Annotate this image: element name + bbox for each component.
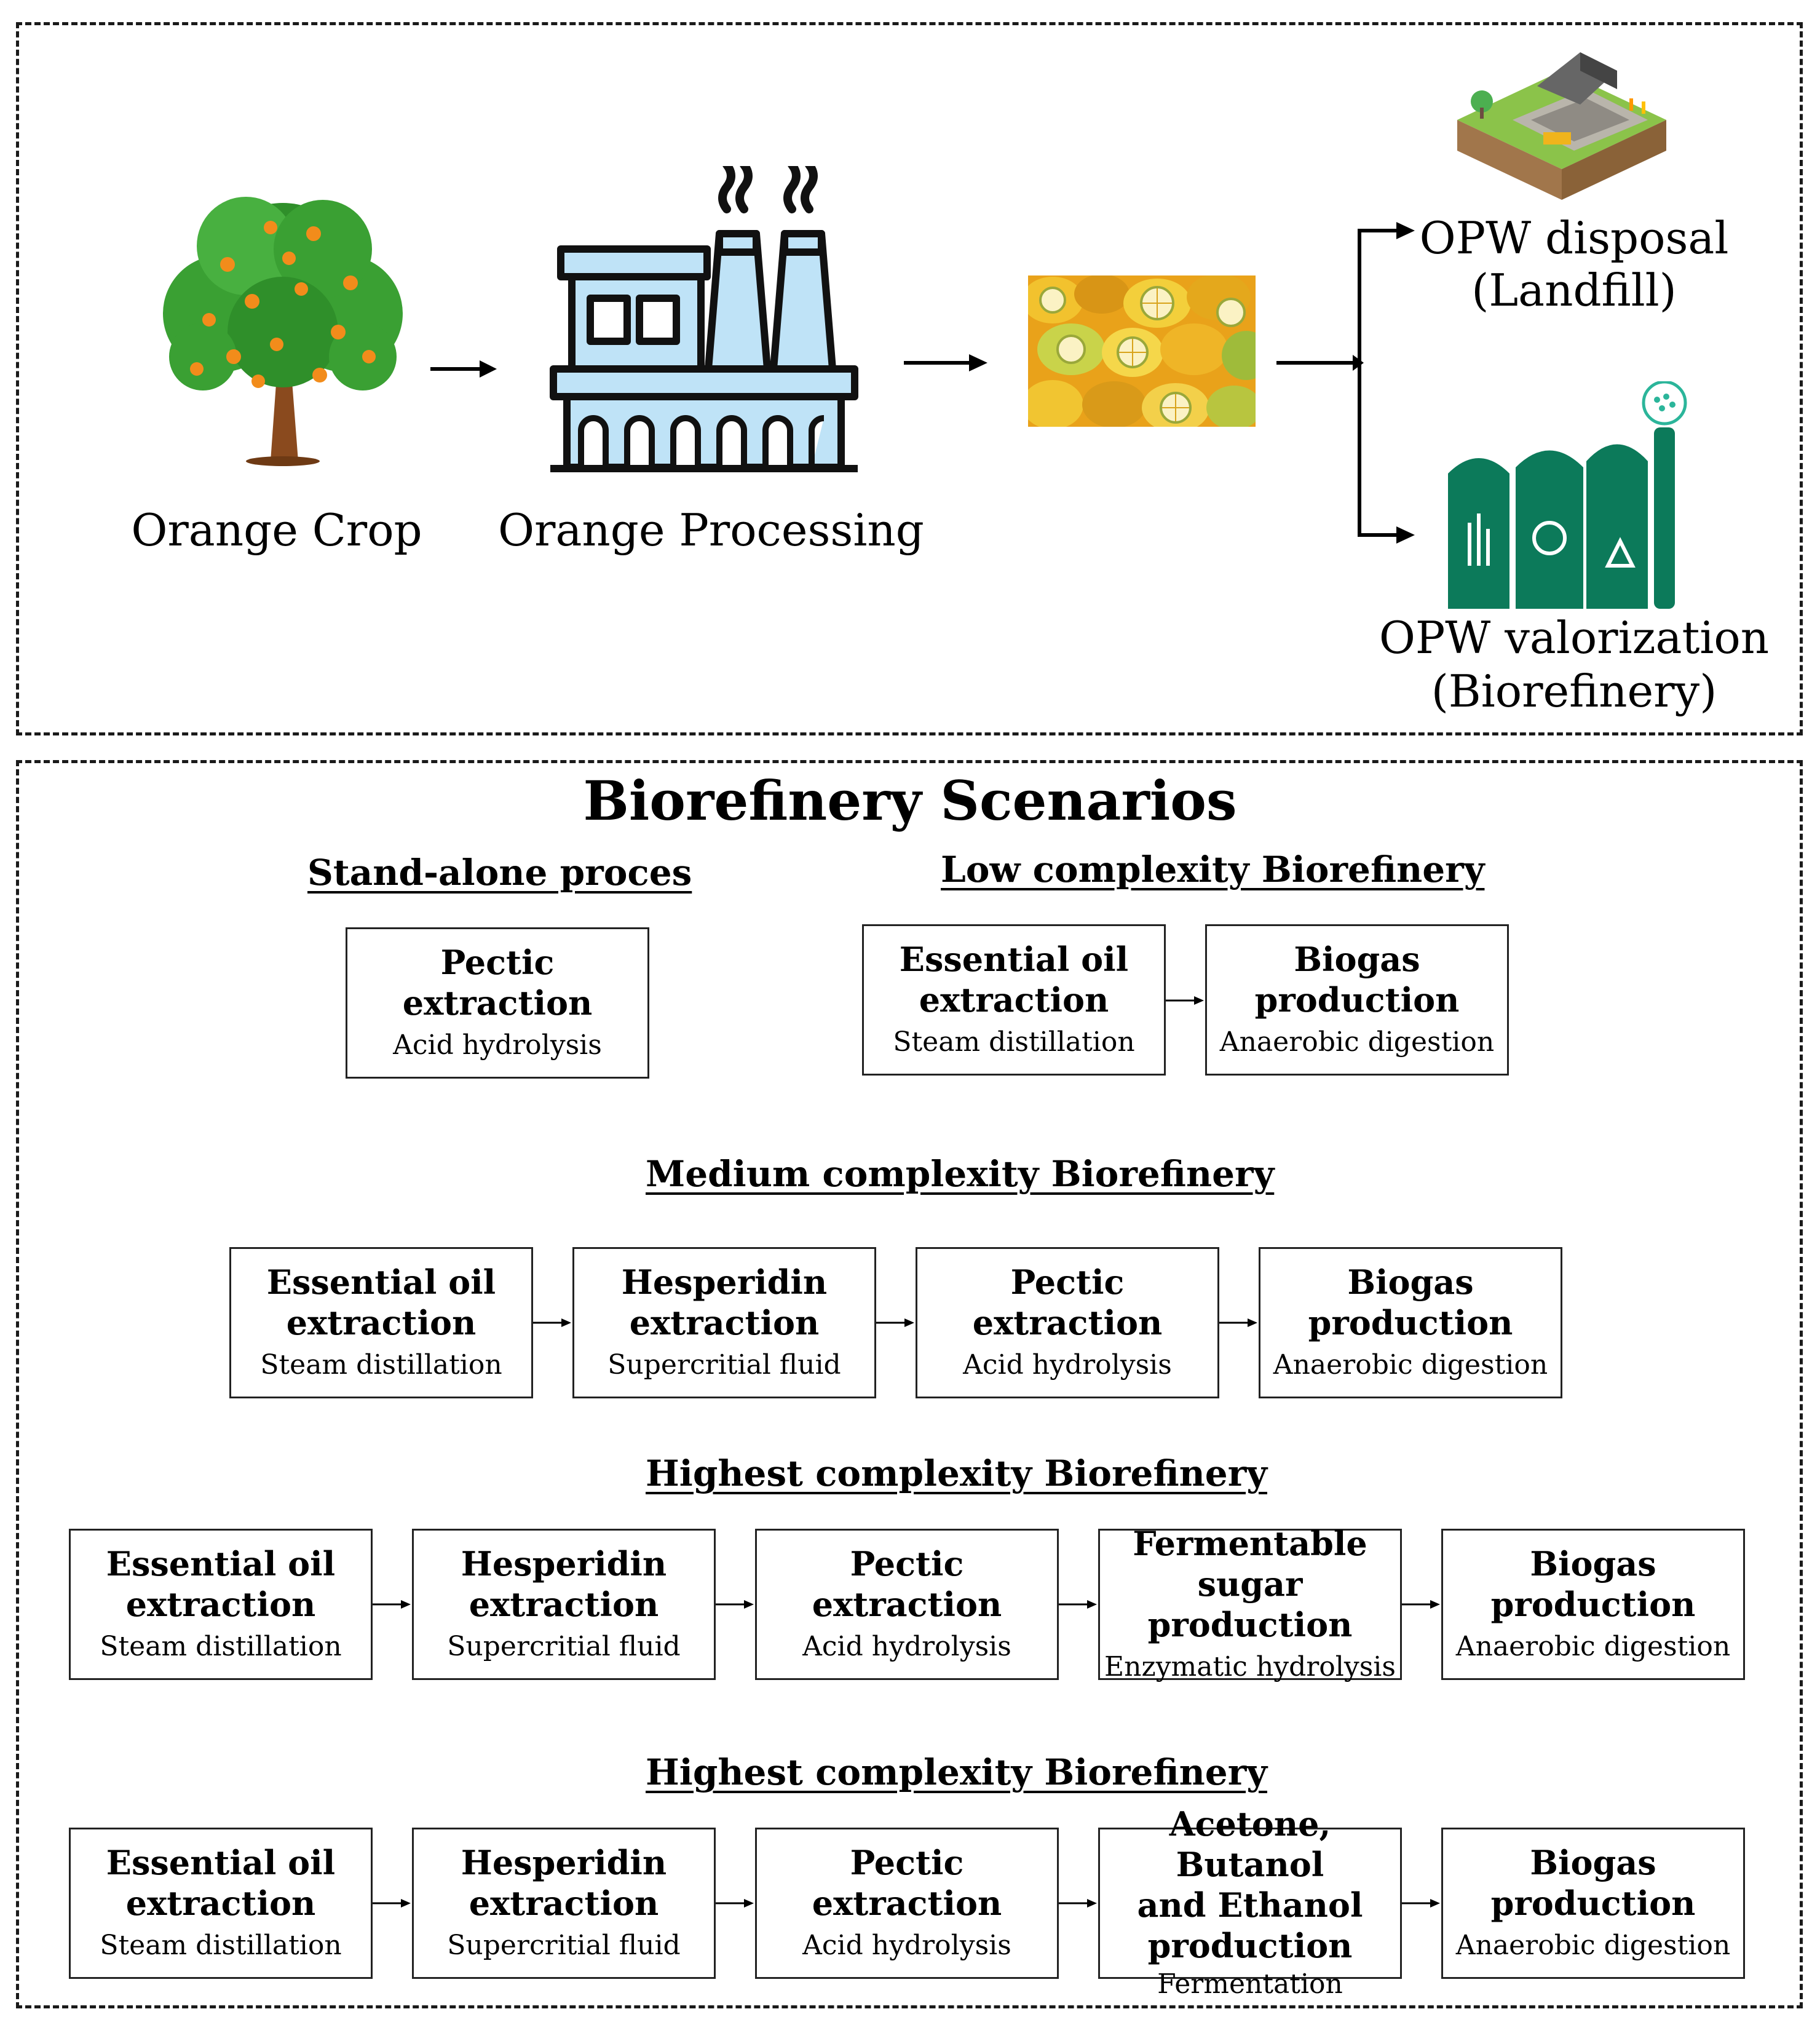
orange-peel-waste-image (1028, 275, 1256, 427)
scenarios-title: Biorefinery Scenarios (583, 769, 1237, 833)
box-subtitle: Anaerobic digestion (1455, 1631, 1731, 1662)
arrow-crop-to-processing (430, 360, 497, 378)
box-subtitle: Steam distillation (893, 1026, 1135, 1058)
box-title: Pectic extraction (812, 1544, 1002, 1624)
box-subtitle: Supercritial fluid (447, 1631, 681, 1662)
highest2-arrow-4 (1402, 1899, 1440, 1908)
box-title: Biogas production (1490, 1544, 1696, 1624)
arrow-split (1276, 222, 1415, 544)
highest2-arrow-2 (716, 1899, 754, 1908)
box-title-line1: Essential oil (106, 1544, 336, 1583)
box-subtitle: Enzymatic hydrolysis (1104, 1651, 1396, 1682)
medium-arrow-1 (533, 1318, 571, 1327)
factory-icon (550, 166, 858, 472)
highest1-box-2: Hesperidin extraction Supercritial fluid (412, 1529, 716, 1680)
box-title: Biogas production (1254, 940, 1460, 1020)
highest1-arrow-3 (1059, 1600, 1097, 1609)
box-subtitle: Steam distillation (100, 1631, 342, 1662)
low-heading: Low complexity Biorefinery (941, 849, 1485, 890)
highest1-arrow-4 (1402, 1600, 1440, 1609)
highest2-box-1: Essential oil extraction Steam distillat… (69, 1828, 373, 1979)
box-title-line1: Fermentable sugar (1133, 1524, 1367, 1604)
box-subtitle: Fermentation (1157, 1968, 1343, 2000)
medium-box-4: Biogas production Anaerobic digestion (1259, 1247, 1562, 1398)
top-panel (16, 22, 1803, 735)
box-title: Pectic extraction (812, 1843, 1002, 1923)
box-subtitle: Acid hydrolysis (963, 1349, 1172, 1381)
box-subtitle: Anaerobic digestion (1219, 1026, 1495, 1058)
box-title-line2: extraction (286, 1303, 477, 1342)
highest1-box-3: Pectic extraction Acid hydrolysis (755, 1529, 1059, 1680)
box-title-line2: extraction (469, 1585, 659, 1624)
highest2-box-3: Pectic extraction Acid hydrolysis (755, 1828, 1059, 1979)
box-title-line1: Hesperidin (621, 1262, 828, 1302)
low-box-1: Essential oil extraction Steam distillat… (862, 924, 1166, 1076)
box-title-line3: production (1147, 1926, 1353, 1965)
highest2-arrow-1 (373, 1899, 411, 1908)
highest2-box-4: Acetone, Butanol and Ethanol production … (1098, 1804, 1402, 2000)
opw-valorization-label-line1: OPW valorization (1379, 612, 1770, 664)
low-arrow-1 (1166, 996, 1204, 1005)
orange-processing-label: Orange Processing (498, 504, 924, 556)
highest1-heading: Highest complexity Biorefinery (646, 1452, 1267, 1494)
box-subtitle: Acid hydrolysis (393, 1029, 602, 1061)
box-subtitle: Acid hydrolysis (802, 1631, 1011, 1662)
box-title-line1: Essential oil (899, 940, 1129, 979)
highest1-box-4: Fermentable sugar production Enzymatic h… (1098, 1524, 1402, 1682)
standalone-box-1: Pectic extraction Acid hydrolysis (346, 927, 649, 1079)
standalone-heading: Stand-alone proces (307, 852, 692, 894)
highest2-arrow-3 (1059, 1899, 1097, 1908)
box-subtitle: Anaerobic digestion (1455, 1930, 1731, 1961)
box-title: Pectic extraction (972, 1262, 1163, 1342)
highest2-heading: Highest complexity Biorefinery (646, 1751, 1267, 1793)
box-title-line2: extraction (629, 1303, 820, 1342)
highest1-box-1: Essential oil extraction Steam distillat… (69, 1529, 373, 1680)
medium-arrow-3 (1219, 1318, 1257, 1327)
medium-arrow-2 (876, 1318, 914, 1327)
opw-disposal-label-line2: (Landfill) (1471, 264, 1677, 316)
opw-disposal-label-line1: OPW disposal (1419, 212, 1729, 264)
box-subtitle: Steam distillation (260, 1349, 502, 1381)
box-title-line1: Hesperidin (461, 1843, 667, 1882)
orange-crop-label: Orange Crop (131, 504, 422, 556)
box-title-line2: extraction (469, 1884, 659, 1923)
box-subtitle: Steam distillation (100, 1930, 342, 1961)
box-title: Biogas production (1308, 1262, 1513, 1342)
box-title-line2: production (1147, 1605, 1353, 1644)
box-subtitle: Anaerobic digestion (1273, 1349, 1548, 1381)
box-title-line2: extraction (125, 1585, 316, 1624)
box-title-line2: extraction (125, 1884, 316, 1923)
biorefinery-icon (1448, 381, 1687, 609)
box-title-line1: Acetone, Butanol (1169, 1804, 1331, 1884)
arrow-processing-to-waste (904, 354, 987, 371)
bottom-panel (16, 760, 1803, 2008)
box-subtitle: Acid hydrolysis (802, 1930, 1011, 1961)
box-title-line2: and Ethanol (1137, 1885, 1363, 1925)
box-title-line1: Essential oil (266, 1262, 496, 1302)
box-title-line1: Essential oil (106, 1843, 336, 1882)
box-title: Biogas production (1490, 1843, 1696, 1923)
landfill-icon (1457, 52, 1666, 200)
orange-tree-icon (163, 197, 403, 466)
box-subtitle: Supercritial fluid (447, 1930, 681, 1961)
highest1-box-5: Biogas production Anaerobic digestion (1441, 1529, 1745, 1680)
low-box-2: Biogas production Anaerobic digestion (1205, 924, 1509, 1076)
box-title-line2: extraction (919, 980, 1109, 1020)
highest2-box-2: Hesperidin extraction Supercritial fluid (412, 1828, 716, 1979)
highest2-box-5: Biogas production Anaerobic digestion (1441, 1828, 1745, 1979)
medium-box-3: Pectic extraction Acid hydrolysis (916, 1247, 1219, 1398)
highest1-arrow-2 (716, 1600, 754, 1609)
box-title-line1: Hesperidin (461, 1544, 667, 1583)
medium-box-1: Essential oil extraction Steam distillat… (229, 1247, 533, 1398)
box-title: Pectic extraction (402, 943, 593, 1023)
medium-heading: Medium complexity Biorefinery (646, 1153, 1275, 1195)
highest1-arrow-1 (373, 1600, 411, 1609)
opw-valorization-label-line2: (Biorefinery) (1431, 665, 1717, 717)
medium-box-2: Hesperidin extraction Supercritial fluid (572, 1247, 876, 1398)
box-subtitle: Supercritial fluid (607, 1349, 841, 1381)
